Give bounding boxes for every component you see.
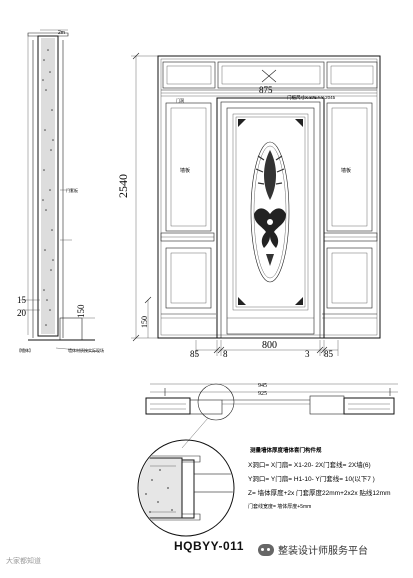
section-top-dim: 2m (58, 30, 65, 36)
formula-note: 门套线宽度= 墙体厚度+5mm (248, 503, 311, 510)
width-dimension (195, 340, 339, 356)
door-leaf (216, 97, 325, 339)
section-label-bottom: 【墙体】 (17, 347, 33, 353)
formula-z: Z= 墙体厚度+2x 门套厚度22mm+2x2x 贴线12mm (248, 488, 391, 497)
formula-y: Y洞口= Y门扇= H1-10- Y门套线= 10(以下7 ) (248, 474, 375, 483)
left-section (20, 29, 101, 353)
left-dim-1: 85 (190, 349, 200, 359)
base-dim-text: 150 (140, 316, 149, 328)
drawing-code: HQBYY-011 (174, 539, 244, 553)
formula-title: 测量墙体厚度墙体套门构件规 (250, 446, 322, 454)
section-dim-a: 15 (17, 295, 27, 305)
plan-section (145, 383, 398, 449)
small-note: 门洞 (176, 97, 184, 103)
section-dim-b: 20 (17, 308, 27, 318)
height-dimension (131, 52, 160, 342)
wechat-icon (258, 543, 274, 556)
section-note-bottom: 墙体材质按实际现场 (68, 347, 104, 353)
panel-label-right: 墙板 (341, 167, 351, 174)
section-dim-c: 150 (76, 304, 86, 318)
top-dim-text: 875 (259, 85, 273, 95)
enlarged-detail (137, 439, 235, 537)
panel-label-left: 墙板 (180, 167, 190, 174)
section-mid-note: 门套板 (66, 187, 78, 193)
watermark-secondary: 大家都知道 (6, 558, 41, 565)
watermark: 整装设计师服务平台 (258, 542, 368, 557)
width-dim-text: 800 (262, 340, 277, 351)
height-dim-text: 2540 (116, 174, 130, 198)
plan-dim-inner: 925 (258, 391, 267, 397)
formula-x: X洞口= X门扇= X1-20- 2X门套线= 2X墙(6) (248, 460, 371, 469)
right-dim-2: 85 (324, 349, 334, 359)
left-dim-2: 8 (223, 349, 228, 359)
watermark-text: 整装设计师服务平台 (278, 546, 368, 557)
right-dim-1: 3 (305, 349, 310, 359)
plan-dim-outer: 945 (258, 383, 267, 389)
